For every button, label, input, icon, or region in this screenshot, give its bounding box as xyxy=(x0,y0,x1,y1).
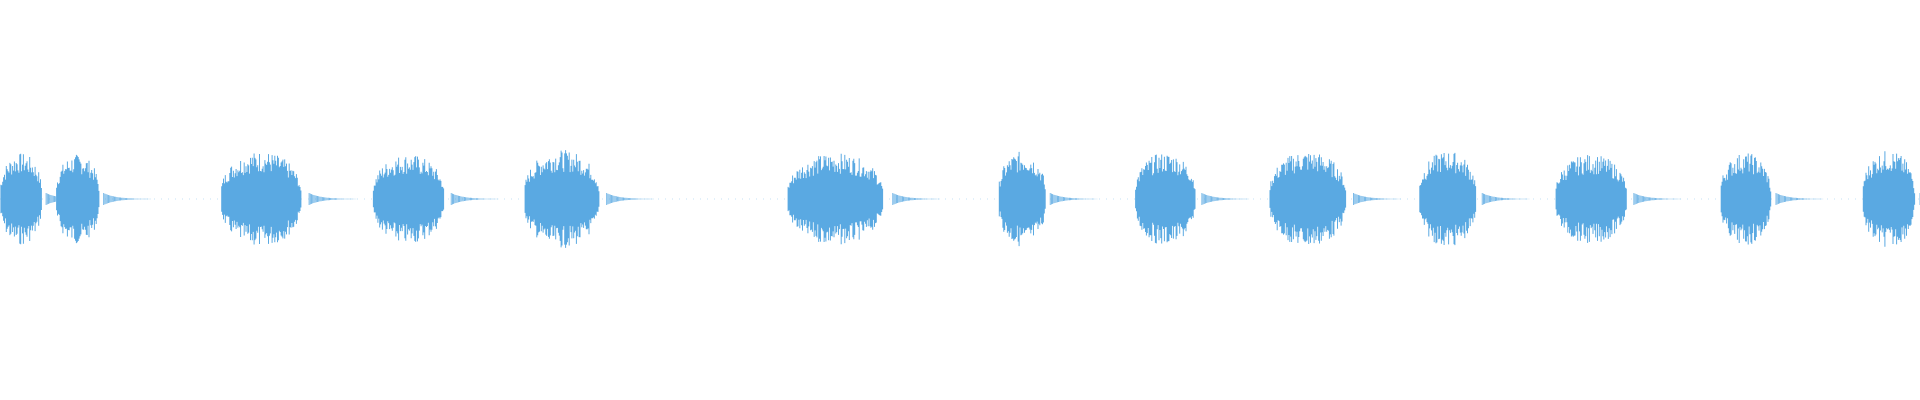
waveform-burst-body xyxy=(1269,154,1347,244)
waveform-burst-body xyxy=(1419,152,1477,246)
waveform-burst-body xyxy=(787,153,884,245)
waveform-burst xyxy=(1419,152,1530,246)
waveform-burst xyxy=(998,151,1098,247)
waveform-bursts xyxy=(0,150,1920,248)
waveform-burst xyxy=(1135,154,1250,244)
waveform-burst-body xyxy=(0,153,42,245)
waveform-burst xyxy=(1555,155,1682,243)
waveform-burst xyxy=(56,154,151,244)
waveform-burst-tail xyxy=(308,193,357,205)
waveform-burst-tail xyxy=(1775,193,1824,205)
waveform-burst-body xyxy=(221,153,302,245)
waveform-burst-tail xyxy=(1049,193,1098,205)
waveform-burst-tail xyxy=(892,193,940,205)
waveform-burst xyxy=(524,150,654,248)
waveform-burst-tail xyxy=(1481,193,1530,205)
waveform-burst-tail xyxy=(103,193,151,205)
waveform-burst-body xyxy=(1135,154,1196,244)
waveform-burst-tail xyxy=(1633,193,1682,205)
waveform-burst xyxy=(372,156,499,242)
waveform-burst-tail xyxy=(450,193,499,205)
waveform-burst-body xyxy=(1720,153,1772,245)
waveform-burst-body xyxy=(1862,151,1916,247)
waveform-burst xyxy=(1720,153,1824,245)
waveform-burst xyxy=(221,153,357,245)
waveform-burst-body xyxy=(524,150,600,248)
waveform-burst xyxy=(787,153,940,245)
waveform-burst xyxy=(1269,154,1401,244)
waveform-burst-body xyxy=(372,156,445,242)
waveform-burst-body xyxy=(56,154,100,244)
waveform-burst-tail xyxy=(1353,193,1401,205)
waveform-burst-tail xyxy=(606,193,654,205)
waveform-burst-body xyxy=(998,151,1046,247)
waveform-burst xyxy=(1862,151,1920,247)
waveform-burst-tail xyxy=(1201,193,1250,205)
waveform-burst-body xyxy=(1555,155,1627,243)
